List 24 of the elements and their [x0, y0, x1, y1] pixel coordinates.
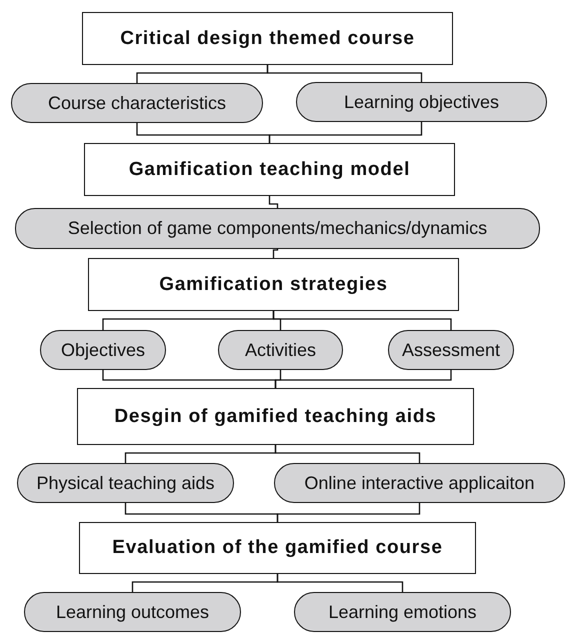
rounded-label: Learning emotions — [294, 592, 511, 632]
connector-line — [272, 248, 278, 258]
rounded-label: Assessment — [388, 330, 514, 370]
rounded-label: Activities — [218, 330, 343, 370]
rounded-label: Course characteristics — [11, 83, 263, 123]
connector-line — [274, 370, 452, 388]
process-box: Gamification teaching model — [84, 143, 455, 196]
connector-line — [276, 503, 420, 522]
rounded-label: Selection of game components/mechanics/dynamics — [15, 208, 540, 249]
process-box: Gamification strategies — [88, 258, 459, 311]
process-box: Desgin of gamified teaching aids — [77, 388, 474, 445]
connector-line — [266, 65, 422, 82]
process-box: Evaluation of the gamified course — [79, 522, 476, 574]
rounded-label: Learning objectives — [296, 82, 547, 122]
process-box: Critical design themed course — [82, 12, 453, 65]
connector-line — [272, 311, 452, 330]
connector-line — [268, 196, 278, 208]
rounded-label: Learning outcomes — [24, 592, 241, 632]
rounded-label: Online interactive applicaiton — [274, 463, 565, 503]
rounded-label: Objectives — [40, 330, 166, 370]
connector-line — [276, 574, 404, 592]
rounded-label: Physical teaching aids — [17, 463, 234, 503]
connector-line — [274, 445, 420, 463]
connector-line — [268, 122, 422, 143]
